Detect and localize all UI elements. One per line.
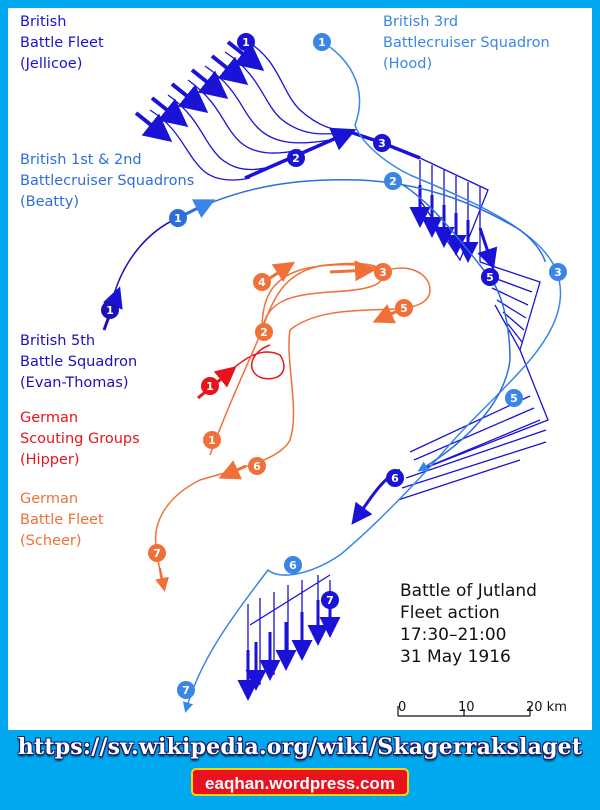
scale-bar xyxy=(397,706,531,717)
svg-text:4: 4 xyxy=(258,276,266,289)
marker-hood-2: 2 xyxy=(384,172,402,190)
svg-text:1: 1 xyxy=(318,36,326,49)
marker-jellicoe-2: 2 xyxy=(287,149,305,167)
track-layer: 1 2 3 5 6 7 1 2 3 5 6 7 1 1 1 2 3 4 5 1 … xyxy=(101,33,567,717)
marker-beatty-1: 1 xyxy=(169,209,187,227)
svg-text:1: 1 xyxy=(106,304,114,317)
marker-hood-6: 6 xyxy=(284,556,302,574)
scale-tick-0: 0 xyxy=(398,700,407,715)
svg-text:1: 1 xyxy=(174,212,182,225)
svg-text:3: 3 xyxy=(379,266,387,279)
svg-text:1: 1 xyxy=(208,434,216,447)
scheer-track xyxy=(154,260,431,592)
marker-scheer-7: 7 xyxy=(148,544,166,562)
source-url[interactable]: https://sv.wikipedia.org/wiki/Skagerraks… xyxy=(17,734,583,760)
svg-text:3: 3 xyxy=(378,137,386,150)
legend-scheer: German Battle Fleet (Scheer) xyxy=(20,491,104,549)
marker-jellicoe-5: 5 xyxy=(481,268,499,286)
svg-text:5: 5 xyxy=(486,271,494,284)
scale-tick-10: 10 xyxy=(458,700,475,715)
marker-scheer-1: 1 xyxy=(203,431,221,449)
legend-hood: British 3rd Battlecruiser Squadron (Hood… xyxy=(383,14,550,72)
svg-text:5: 5 xyxy=(510,392,518,405)
marker-hood-7: 7 xyxy=(177,681,195,699)
scale-tick-20: 20 km xyxy=(526,700,567,715)
hood-track xyxy=(182,41,562,713)
legend-evan-thomas: British 5th Battle Squadron (Evan-Thomas… xyxy=(20,333,138,391)
marker-hipper-5: 5 xyxy=(395,299,413,317)
svg-text:7: 7 xyxy=(182,684,190,697)
legend-hipper: German Scouting Groups (Hipper) xyxy=(20,410,140,468)
svg-text:1: 1 xyxy=(206,380,214,393)
marker-hipper-2: 2 xyxy=(255,323,273,341)
legend-jellicoe: British Battle Fleet (Jellicoe) xyxy=(20,14,104,72)
legend-beatty: British 1st & 2nd Battlecruiser Squadron… xyxy=(20,152,195,210)
svg-text:7: 7 xyxy=(326,594,334,607)
svg-text:2: 2 xyxy=(389,175,397,188)
beatty-track xyxy=(177,178,546,470)
svg-text:1: 1 xyxy=(242,36,250,49)
marker-jellicoe-3: 3 xyxy=(373,134,391,152)
battle-map: 1 2 3 5 6 7 1 2 3 5 6 7 1 1 1 2 3 4 5 1 … xyxy=(8,8,592,730)
scale-labels: 0 10 20 km xyxy=(398,700,598,730)
marker-hipper-1: 1 xyxy=(201,377,219,395)
jellicoe-arrows xyxy=(134,40,265,142)
svg-text:2: 2 xyxy=(292,152,300,165)
site-badge[interactable]: eaqhan.wordpress.com xyxy=(191,768,409,796)
map-title: Battle of Jutland Fleet action 17:30–21:… xyxy=(400,581,537,667)
svg-text:5: 5 xyxy=(400,302,408,315)
marker-scheer-6: 6 xyxy=(248,457,266,475)
svg-text:2: 2 xyxy=(260,326,268,339)
evan-thomas-track xyxy=(109,217,179,311)
svg-text:6: 6 xyxy=(253,460,261,473)
marker-evan-thomas-1: 1 xyxy=(101,301,119,319)
marker-jellicoe-1: 1 xyxy=(237,33,255,51)
position-markers: 1 2 3 5 6 7 1 2 3 5 6 7 1 1 1 2 3 4 5 1 … xyxy=(101,33,567,699)
svg-text:6: 6 xyxy=(289,559,297,572)
marker-hood-5: 5 xyxy=(505,389,523,407)
svg-text:3: 3 xyxy=(554,266,562,279)
marker-jellicoe-6: 6 xyxy=(386,469,404,487)
marker-hipper-3: 3 xyxy=(374,263,392,281)
svg-text:7: 7 xyxy=(153,547,161,560)
marker-hipper-4: 4 xyxy=(253,273,271,291)
svg-text:6: 6 xyxy=(391,472,399,485)
marker-jellicoe-7: 7 xyxy=(321,591,339,609)
marker-hood-1: 1 xyxy=(313,33,331,51)
marker-hood-3: 3 xyxy=(549,263,567,281)
